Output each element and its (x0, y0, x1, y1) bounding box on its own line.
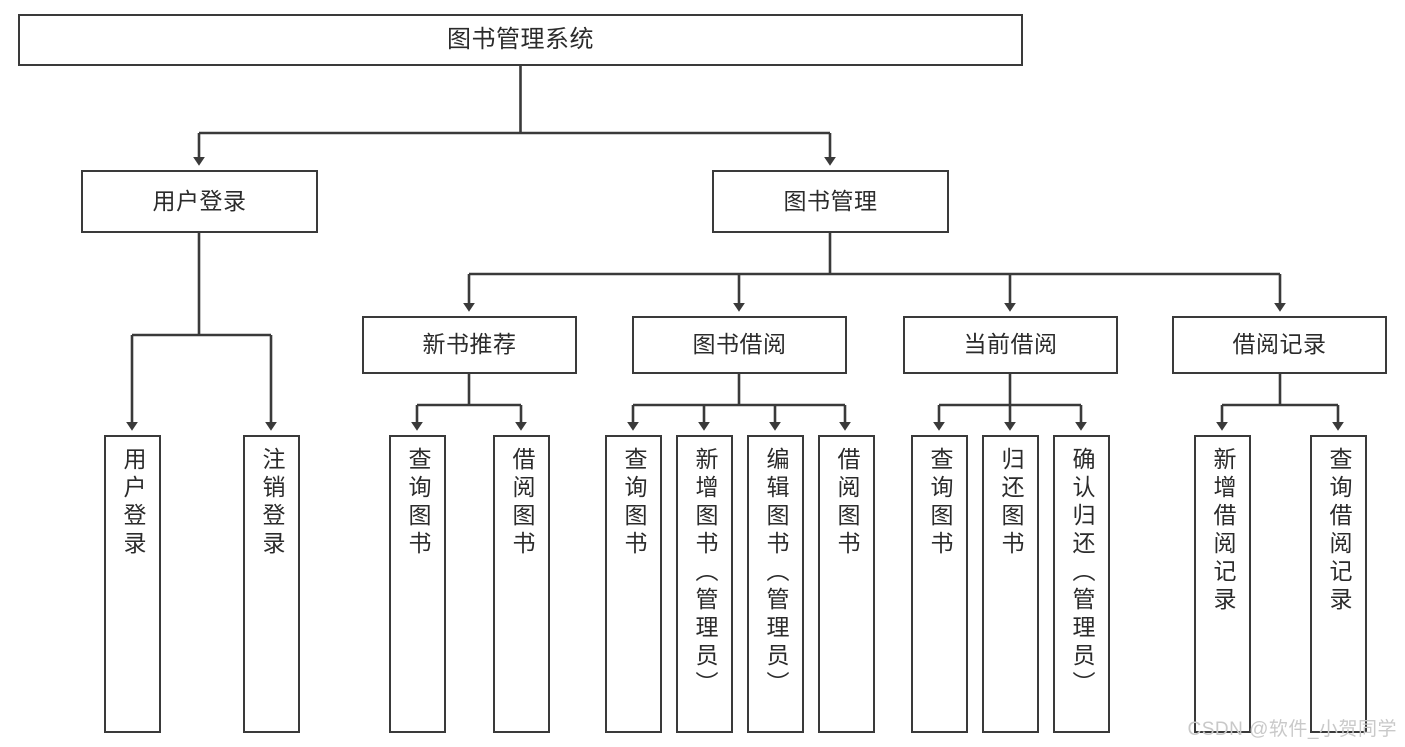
node-label: 查询图书 (927, 447, 953, 559)
node-leaf-confirm-return[interactable]: 确认归还（管理员） (1053, 435, 1110, 733)
node-label: 查询图书 (405, 447, 431, 559)
node-label: 编辑图书（管理员） (763, 447, 789, 699)
node-label: 归还图书 (998, 447, 1024, 559)
node-leaf-edit-book[interactable]: 编辑图书（管理员） (747, 435, 804, 733)
node-user-login[interactable]: 用户登录 (81, 170, 318, 233)
node-borrow-record[interactable]: 借阅记录 (1172, 316, 1387, 374)
node-leaf-query-record[interactable]: 查询借阅记录 (1310, 435, 1367, 733)
node-book-manage[interactable]: 图书管理 (712, 170, 949, 233)
node-leaf-add-record[interactable]: 新增借阅记录 (1194, 435, 1251, 733)
node-label: 新增借阅记录 (1210, 447, 1236, 615)
node-label: 借阅图书 (834, 447, 860, 559)
node-leaf-return-book[interactable]: 归还图书 (982, 435, 1039, 733)
node-leaf-user-login[interactable]: 用户登录 (104, 435, 161, 733)
node-book-borrow[interactable]: 图书借阅 (632, 316, 847, 374)
node-leaf-borrow-book-2[interactable]: 借阅图书 (818, 435, 875, 733)
csdn-watermark: CSDN @软件_小贺同学 (1187, 719, 1397, 740)
node-leaf-query-book-3[interactable]: 查询图书 (911, 435, 968, 733)
node-current-borrow[interactable]: 当前借阅 (903, 316, 1118, 374)
node-new-book-rec[interactable]: 新书推荐 (362, 316, 577, 374)
node-leaf-borrow-book-1[interactable]: 借阅图书 (493, 435, 550, 733)
node-label: 借阅图书 (509, 447, 535, 559)
node-root[interactable]: 图书管理系统 (18, 14, 1023, 66)
node-leaf-query-book-2[interactable]: 查询图书 (605, 435, 662, 733)
node-label: 查询借阅记录 (1326, 447, 1352, 615)
node-leaf-logout[interactable]: 注销登录 (243, 435, 300, 733)
node-label: 确认归还（管理员） (1069, 447, 1095, 699)
node-label: 查询图书 (621, 447, 647, 559)
node-label: 用户登录 (120, 447, 146, 559)
node-label: 新增图书（管理员） (692, 447, 718, 699)
node-leaf-add-book[interactable]: 新增图书（管理员） (676, 435, 733, 733)
node-label: 注销登录 (259, 447, 285, 559)
node-leaf-query-book-1[interactable]: 查询图书 (389, 435, 446, 733)
